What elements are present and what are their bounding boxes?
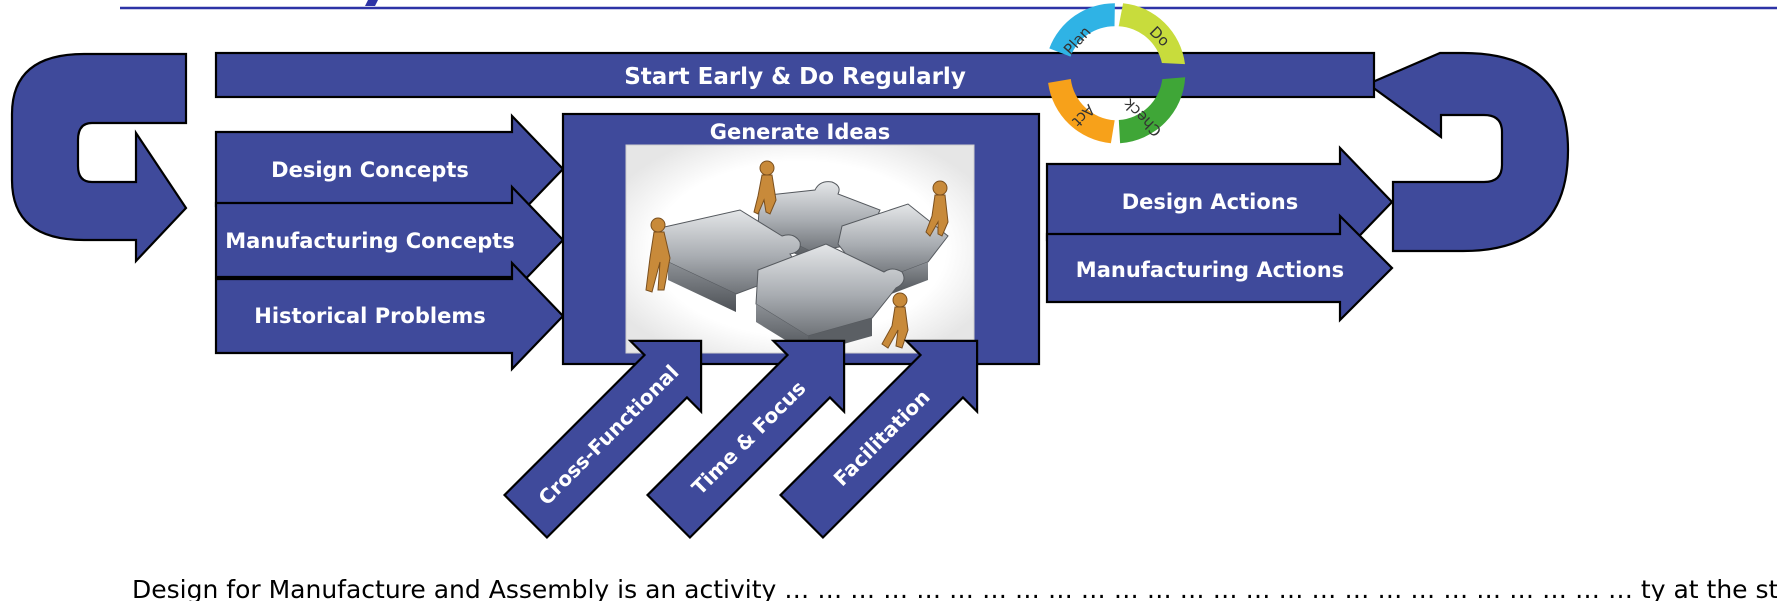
pdca-plan-segment: [1049, 3, 1115, 57]
pdca-do-segment: [1118, 3, 1185, 65]
design-concepts-label: Design Concepts: [271, 158, 469, 182]
input-arrow-historical-problems: [214, 260, 565, 372]
input-arrow-manufacturing-concepts: [214, 184, 565, 296]
output-arrow-manufacturing-actions: [1045, 213, 1394, 323]
generate-ideas-title: Generate Ideas: [710, 120, 891, 144]
pdca-cycle: Plan Do Check Act: [1048, 3, 1186, 144]
start-early-label: Start Early & Do Regularly: [624, 64, 966, 90]
design-actions-label: Design Actions: [1122, 190, 1298, 214]
right-loop-arrow: [1365, 51, 1570, 253]
manufacturing-concepts-label: Manufacturing Concepts: [225, 229, 515, 253]
caption-text: Design for Manufacture and Assembly is a…: [132, 575, 1777, 601]
historical-problems-label: Historical Problems: [254, 304, 485, 328]
puzzle-team-image: [625, 144, 975, 354]
pdca-check-segment: [1118, 77, 1186, 144]
header-title-fragment: [365, 0, 378, 6]
left-loop-arrow: [10, 52, 188, 264]
pdca-act-segment: [1048, 79, 1115, 144]
manufacturing-actions-label: Manufacturing Actions: [1076, 258, 1344, 282]
